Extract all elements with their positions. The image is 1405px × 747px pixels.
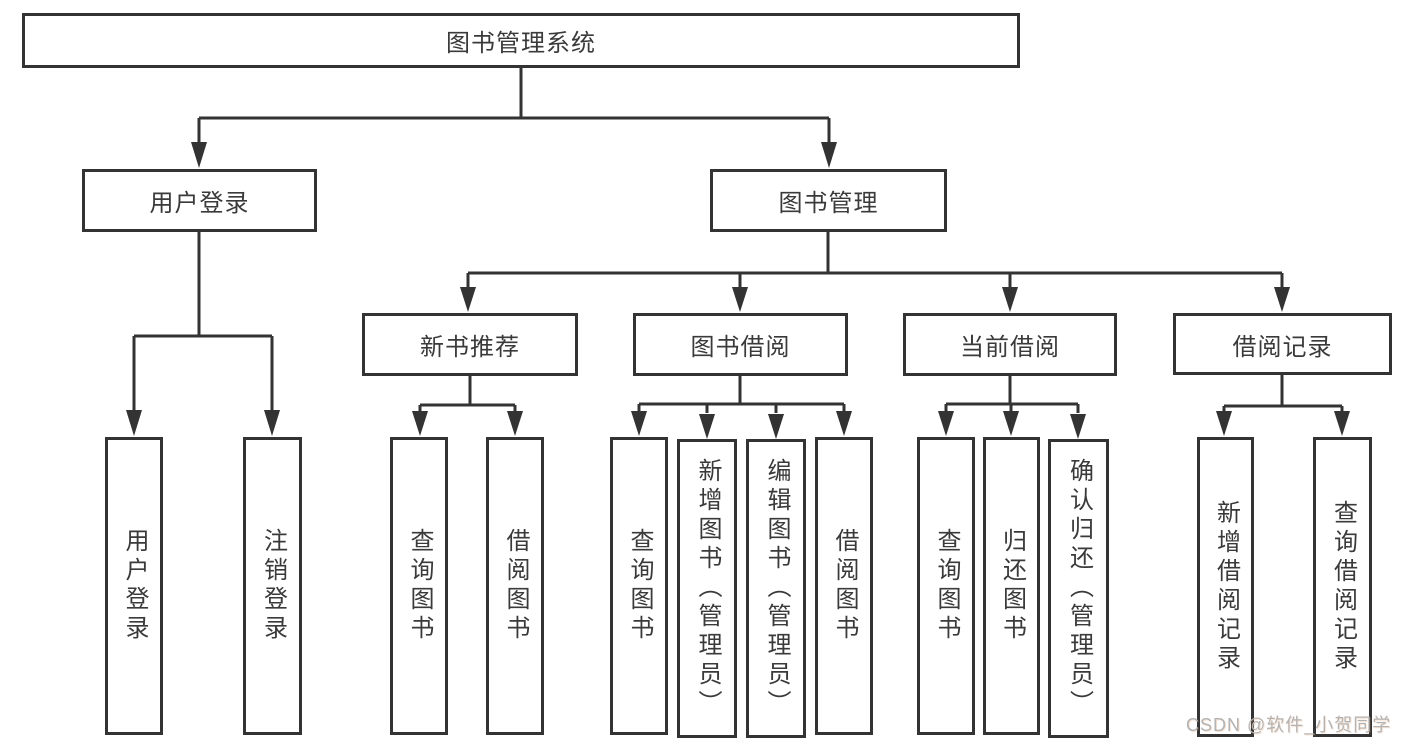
leaf-add-borrow-record: 新增借阅记录 — [1197, 437, 1254, 737]
leaf-query-books-1: 查询图书 — [390, 437, 448, 735]
node-new-book-recommend-label: 新书推荐 — [420, 334, 520, 361]
node-current-borrowing: 当前借阅 — [903, 313, 1117, 376]
node-borrowing-records: 借阅记录 — [1173, 313, 1392, 375]
leaf-borrow-books-2: 借阅图书 — [815, 437, 873, 735]
leaf-user-login: 用户登录 — [105, 437, 163, 735]
arrowhead — [1274, 287, 1290, 312]
arrowhead — [1070, 414, 1086, 439]
connector-bookmgmt-children — [466, 232, 1284, 288]
leaf-add-borrow-record-label: 新增借阅记录 — [1212, 500, 1240, 674]
leaf-query-books-1-label: 查询图书 — [406, 528, 433, 644]
arrowheads — [126, 142, 1350, 439]
leaf-borrow-books-1: 借阅图书 — [486, 437, 544, 735]
arrowhead — [631, 411, 647, 436]
leaf-add-books-admin-label: 新增图书（管理员） — [694, 458, 721, 719]
connector-root-to-level2 — [197, 68, 831, 144]
leaf-query-books-2-label: 查询图书 — [626, 528, 653, 644]
leaf-return-books: 归还图书 — [983, 437, 1040, 735]
node-root: 图书管理系统 — [22, 13, 1020, 68]
node-book-borrowing: 图书借阅 — [633, 313, 848, 376]
arrowhead — [191, 142, 207, 168]
connector-borrow-children — [637, 376, 846, 413]
connector-newrec-children — [418, 376, 517, 413]
arrowhead — [412, 411, 428, 436]
node-user-login-label: 用户登录 — [149, 190, 250, 217]
connector-record-children — [1222, 375, 1344, 413]
leaf-add-books-admin: 新增图书（管理员） — [677, 439, 737, 738]
arrowhead — [768, 414, 784, 439]
node-book-management: 图书管理 — [710, 169, 947, 232]
arrowhead — [1216, 411, 1232, 436]
node-root-label: 图书管理系统 — [446, 30, 596, 57]
leaf-borrow-books-1-label: 借阅图书 — [502, 528, 529, 644]
leaf-edit-books-admin-label: 编辑图书（管理员） — [763, 458, 790, 719]
arrowhead — [699, 414, 715, 439]
node-book-borrowing-label: 图书借阅 — [690, 334, 791, 361]
leaf-borrow-books-2-label: 借阅图书 — [831, 528, 858, 644]
leaf-edit-books-admin: 编辑图书（管理员） — [746, 439, 806, 738]
node-current-borrowing-label: 当前借阅 — [960, 334, 1060, 361]
arrowhead — [507, 411, 523, 436]
arrowhead — [732, 287, 748, 312]
csdn-watermark: CSDN @软件_小贺同学 — [1186, 715, 1392, 735]
leaf-confirm-return-admin-label: 确认归还（管理员） — [1065, 458, 1093, 719]
leaf-user-login-label: 用户登录 — [121, 528, 148, 644]
arrowhead — [836, 411, 852, 436]
arrowhead — [938, 411, 954, 436]
leaf-query-books-2: 查询图书 — [610, 437, 668, 735]
arrowhead — [1002, 287, 1018, 312]
leaf-logout-label: 注销登录 — [259, 528, 287, 644]
leaf-query-books-3: 查询图书 — [917, 437, 975, 735]
leaf-query-borrow-record-label: 查询借阅记录 — [1329, 500, 1357, 674]
node-book-management-label: 图书管理 — [778, 190, 879, 217]
arrowhead — [1334, 411, 1350, 436]
node-new-book-recommend: 新书推荐 — [362, 313, 578, 376]
node-borrowing-records-label: 借阅记录 — [1232, 333, 1333, 361]
arrowhead — [264, 410, 280, 436]
leaf-confirm-return-admin: 确认归还（管理员） — [1048, 439, 1109, 738]
arrowhead — [1003, 411, 1019, 436]
arrowhead — [460, 287, 476, 312]
leaf-return-books-label: 归还图书 — [998, 528, 1026, 644]
connector-current-children — [944, 376, 1080, 413]
node-user-login: 用户登录 — [82, 169, 317, 232]
leaf-logout: 注销登录 — [243, 437, 302, 735]
arrowhead — [821, 142, 837, 168]
arrowhead — [126, 410, 142, 436]
leaf-query-books-3-label: 查询图书 — [933, 528, 960, 644]
leaf-query-borrow-record: 查询借阅记录 — [1313, 437, 1372, 737]
connector-userlogin-children — [132, 232, 274, 412]
